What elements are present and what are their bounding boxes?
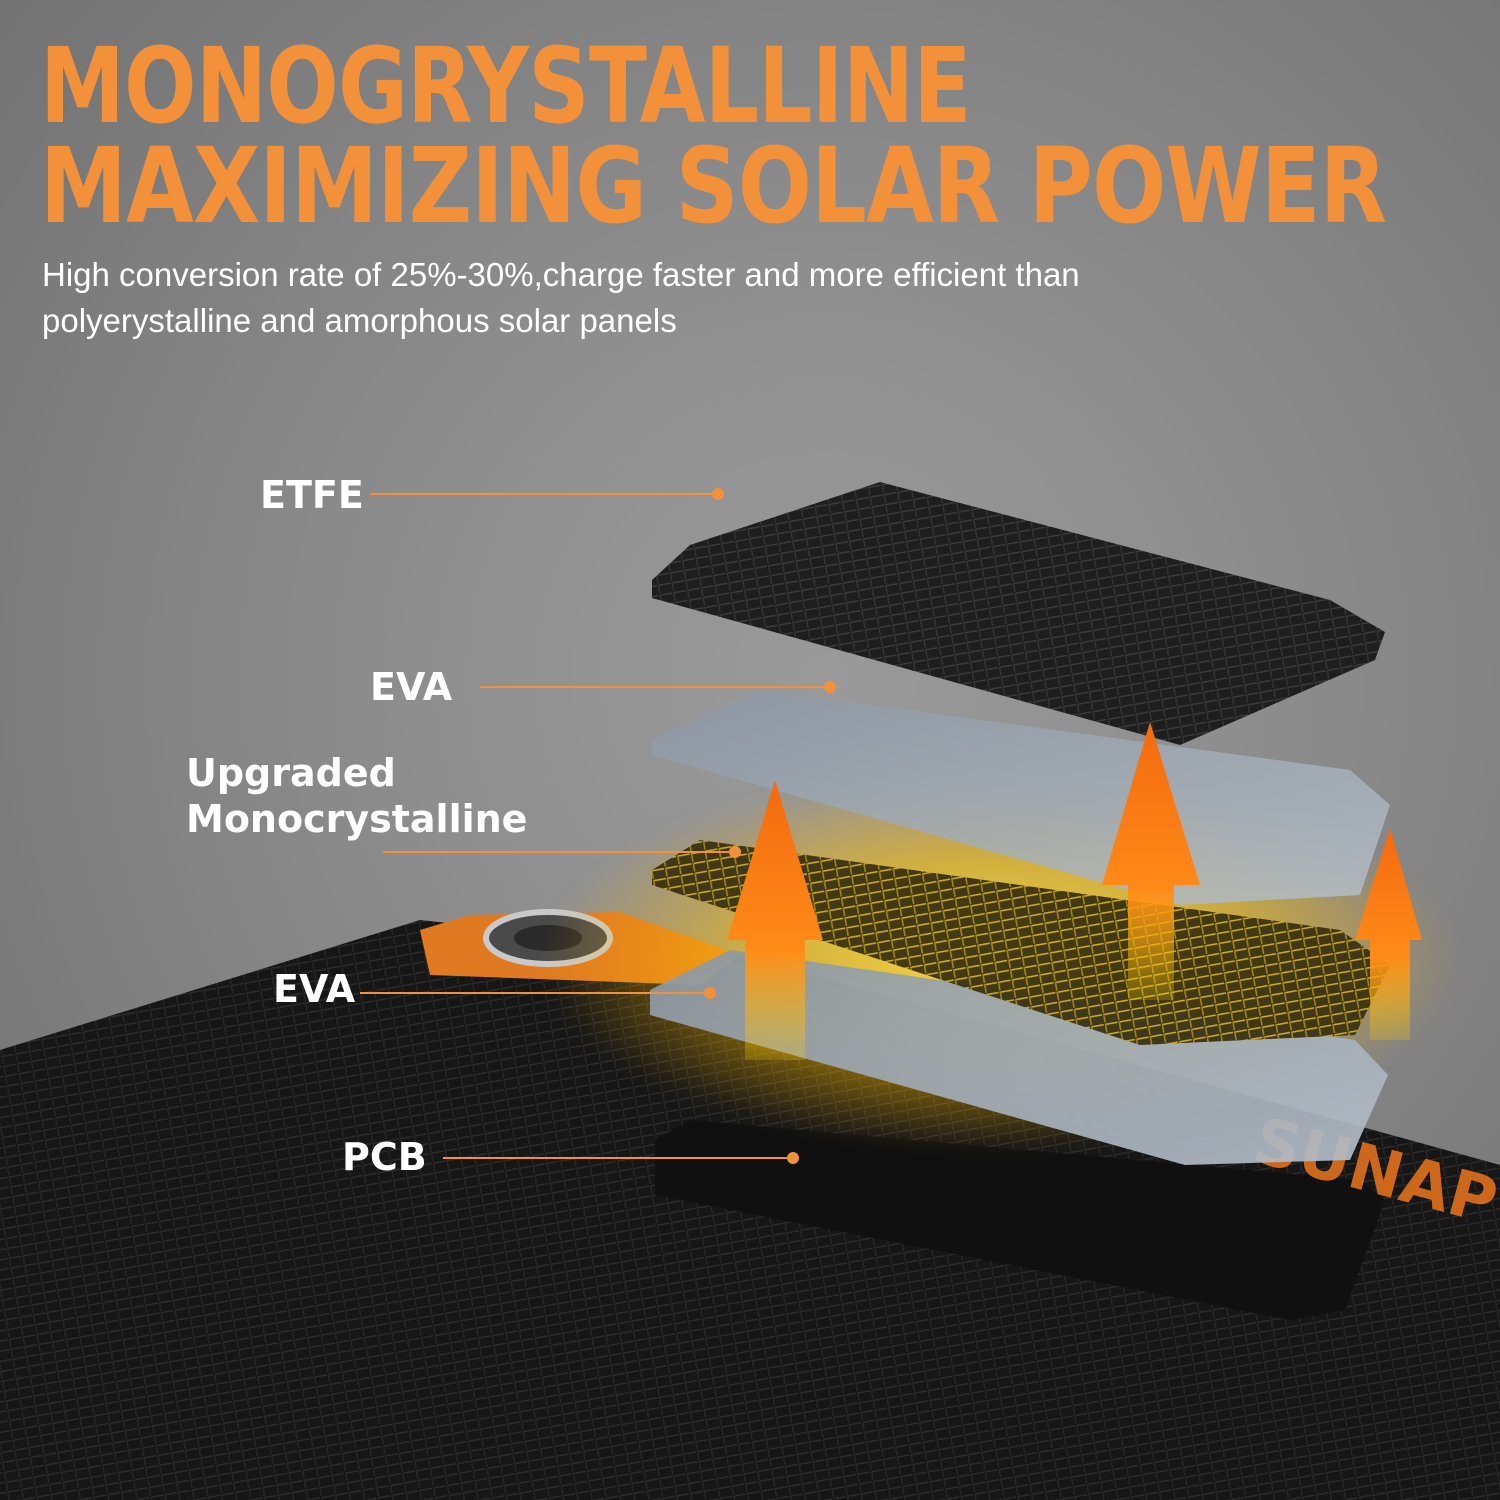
label-eva-bottom: EVA <box>273 967 356 1011</box>
label-cell-line-1: Upgraded <box>186 751 396 795</box>
label-pcb: PCB <box>342 1135 427 1179</box>
arrow-up-icon <box>1102 722 1200 1000</box>
headline-line-2: MAXIMIZING SOLAR POWER <box>40 125 1387 247</box>
leader-lines <box>360 488 836 1164</box>
pcb-marker <box>787 1152 799 1164</box>
arrow-up-icon <box>727 780 823 1060</box>
pcb-plate <box>655 1120 1385 1320</box>
eva-top-layer <box>652 690 1390 905</box>
eva-bottom-layer <box>650 950 1388 1165</box>
arrow-up-icon <box>1355 828 1422 1040</box>
label-etfe: ETFE <box>260 473 364 517</box>
etfe-layer <box>652 482 1385 745</box>
eva-bottom-marker <box>704 987 716 999</box>
description-line-2: polyerystalline and amorphous solar pane… <box>42 302 677 339</box>
label-eva-top: EVA <box>370 665 453 709</box>
monocrystalline-layer <box>652 840 1390 1045</box>
label-cell-line-2: Monocrystalline <box>186 797 528 841</box>
description-line-1: High conversion rate of 25%-30%,charge f… <box>42 256 1080 293</box>
headline-line-1: MONOGRYSTALLINE <box>40 25 972 147</box>
eva-top-marker <box>824 681 836 693</box>
cell-marker <box>729 846 741 858</box>
etfe-marker <box>712 488 724 500</box>
